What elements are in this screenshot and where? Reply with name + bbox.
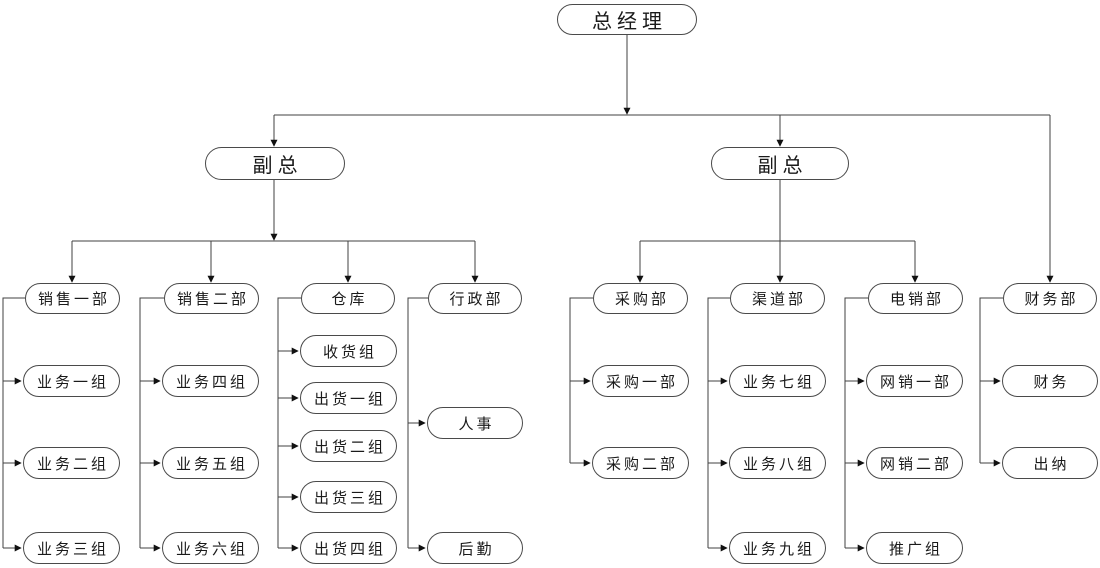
node-sales-dept-1: 销售一部 xyxy=(25,283,120,314)
node-finance: 财务 xyxy=(1002,365,1098,397)
node-telemarketing-dept: 电销部 xyxy=(868,283,963,314)
node-receiving-group: 收货组 xyxy=(300,335,397,367)
node-shipping-group-3: 出货三组 xyxy=(300,481,397,513)
node-promotion-group: 推广组 xyxy=(866,532,963,564)
elbow-warehouse xyxy=(277,297,301,548)
node-business-group-4: 业务四组 xyxy=(162,365,259,397)
node-business-group-3: 业务三组 xyxy=(23,532,120,564)
node-business-group-6: 业务六组 xyxy=(162,532,259,564)
elbow-sales2 xyxy=(139,297,164,548)
elbow-sales1 xyxy=(2,297,25,548)
elbow-telemarketing xyxy=(844,297,868,548)
elbow-admin xyxy=(407,297,428,548)
node-business-group-2: 业务二组 xyxy=(23,447,120,479)
node-channel-dept: 渠道部 xyxy=(730,283,825,314)
node-business-group-8: 业务八组 xyxy=(729,447,826,479)
node-sales-dept-2: 销售二部 xyxy=(164,283,259,314)
node-admin-dept: 行政部 xyxy=(428,283,522,314)
connectors-vp-right xyxy=(636,180,919,283)
connectors-dept-children xyxy=(2,297,1003,552)
node-purchasing-dept: 采购部 xyxy=(593,283,688,314)
node-shipping-group-1: 出货一组 xyxy=(300,382,397,414)
elbow-channel xyxy=(707,297,730,548)
node-online-sales-2: 网销二部 xyxy=(866,447,963,479)
node-purchasing-dept-2: 采购二部 xyxy=(592,447,689,479)
elbow-finance xyxy=(979,297,1003,463)
node-shipping-group-2: 出货二组 xyxy=(300,430,397,462)
connectors-vp-left xyxy=(68,180,479,283)
node-vp-left: 副总 xyxy=(205,147,345,180)
node-business-group-7: 业务七组 xyxy=(729,365,826,397)
node-business-group-1: 业务一组 xyxy=(23,365,120,397)
node-business-group-9: 业务九组 xyxy=(729,532,826,564)
node-logistics: 后勤 xyxy=(427,532,523,564)
node-purchasing-dept-1: 采购一部 xyxy=(592,365,689,397)
node-hr: 人事 xyxy=(427,407,523,439)
node-general-manager: 总经理 xyxy=(557,4,697,35)
node-shipping-group-4: 出货四组 xyxy=(300,532,397,564)
node-business-group-5: 业务五组 xyxy=(162,447,259,479)
node-cashier: 出纳 xyxy=(1002,447,1098,479)
node-finance-dept: 财务部 xyxy=(1003,283,1097,314)
node-vp-right: 副总 xyxy=(711,147,849,180)
connectors-root xyxy=(270,35,1054,283)
node-online-sales-1: 网销一部 xyxy=(866,365,963,397)
elbow-purchasing xyxy=(569,297,593,463)
node-warehouse: 仓库 xyxy=(301,283,395,314)
